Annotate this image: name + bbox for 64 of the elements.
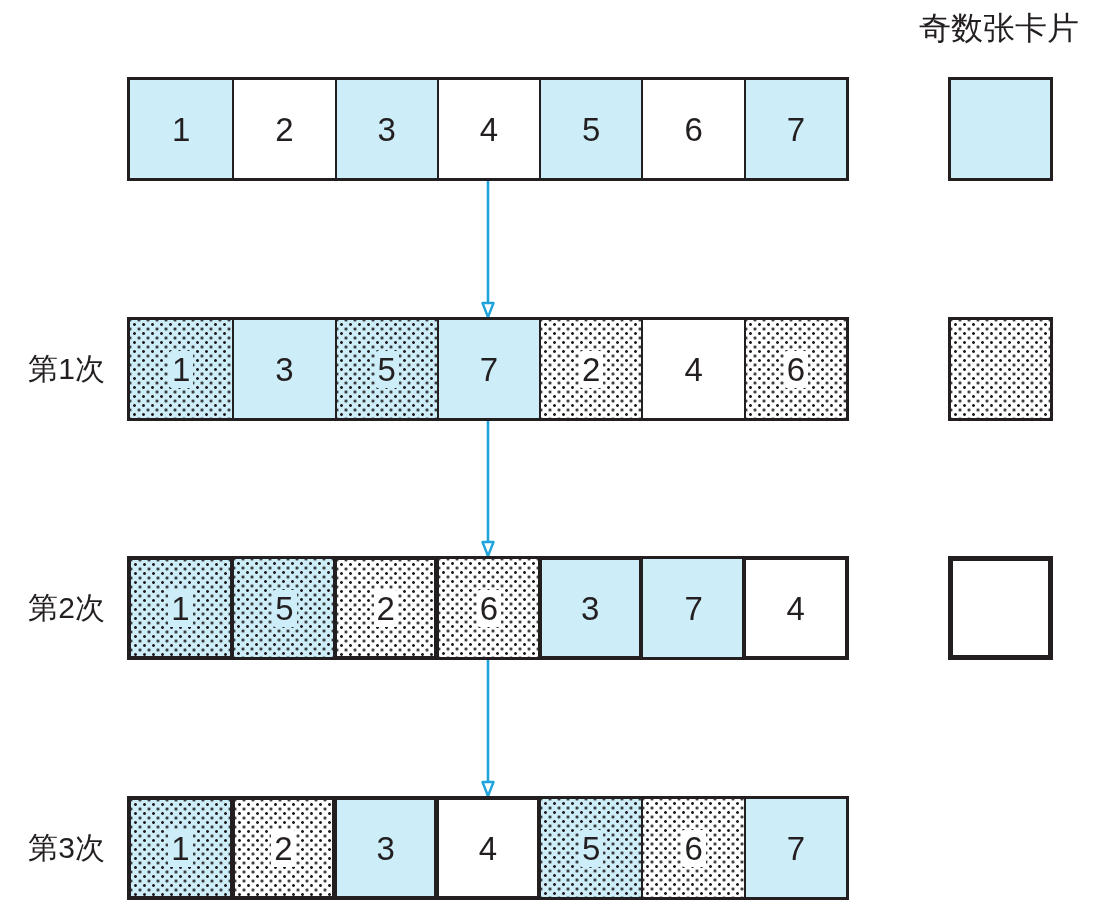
- column-heading: 奇数张卡片: [919, 12, 1079, 44]
- number-card: [130, 320, 233, 418]
- sample-card: [948, 77, 1053, 181]
- number-card: [232, 559, 335, 657]
- number-card: [130, 80, 233, 178]
- arrow: [481, 181, 495, 319]
- number-card: [436, 559, 540, 657]
- card-number: 2: [579, 350, 604, 388]
- arrow: [481, 421, 495, 558]
- number-card: [539, 799, 642, 897]
- card-number: 1: [168, 589, 193, 627]
- number-card: [743, 320, 846, 418]
- card-number: 6: [476, 589, 502, 627]
- number-card: [743, 80, 846, 178]
- card-row: [127, 317, 849, 421]
- number-card: [641, 559, 744, 657]
- card-row: [127, 796, 849, 900]
- number-card: [641, 799, 744, 897]
- number-card: [539, 80, 642, 178]
- card-number: 2: [373, 589, 398, 627]
- card-number: 7: [786, 831, 805, 865]
- number-card: [334, 80, 437, 178]
- card-number: 7: [786, 112, 805, 146]
- card-number: 6: [684, 112, 703, 146]
- card-number: 7: [684, 591, 703, 625]
- card-number: 3: [376, 831, 395, 865]
- row-label: 第3次: [28, 833, 105, 863]
- card-number: 3: [275, 352, 294, 386]
- card-number: 4: [478, 831, 498, 865]
- number-card: [539, 320, 642, 418]
- card-number: 4: [786, 591, 805, 625]
- card-number: 4: [684, 352, 703, 386]
- arrow: [481, 660, 495, 798]
- sample-card: [948, 556, 1053, 660]
- sample-card: [948, 317, 1053, 421]
- number-card: [742, 556, 849, 660]
- number-card: [743, 799, 846, 897]
- number-card: [127, 796, 234, 900]
- number-card: [333, 556, 439, 660]
- card-number: 5: [272, 589, 297, 627]
- card-number: 1: [171, 112, 191, 146]
- row-label: 第2次: [28, 593, 105, 623]
- card-number: 6: [681, 829, 706, 867]
- card-number: 4: [479, 112, 499, 146]
- number-card: [436, 320, 540, 418]
- card-number: 7: [479, 352, 499, 386]
- card-number: 2: [275, 112, 294, 146]
- card-number: 1: [168, 829, 193, 867]
- row-label: 第1次: [28, 354, 105, 384]
- card-number: 3: [581, 591, 600, 625]
- number-card: [232, 320, 335, 418]
- card-number: 5: [374, 350, 399, 388]
- card-number: 1: [168, 350, 194, 388]
- number-card: [334, 320, 437, 418]
- card-number: 5: [579, 829, 604, 867]
- card-number: 3: [377, 112, 396, 146]
- card-number: 6: [783, 350, 808, 388]
- number-card: [127, 556, 234, 660]
- number-card: [537, 556, 643, 660]
- card-number: 2: [271, 829, 296, 867]
- card-row: [127, 77, 849, 181]
- card-number: 5: [582, 112, 601, 146]
- number-card: [435, 796, 541, 900]
- card-row: [127, 556, 849, 660]
